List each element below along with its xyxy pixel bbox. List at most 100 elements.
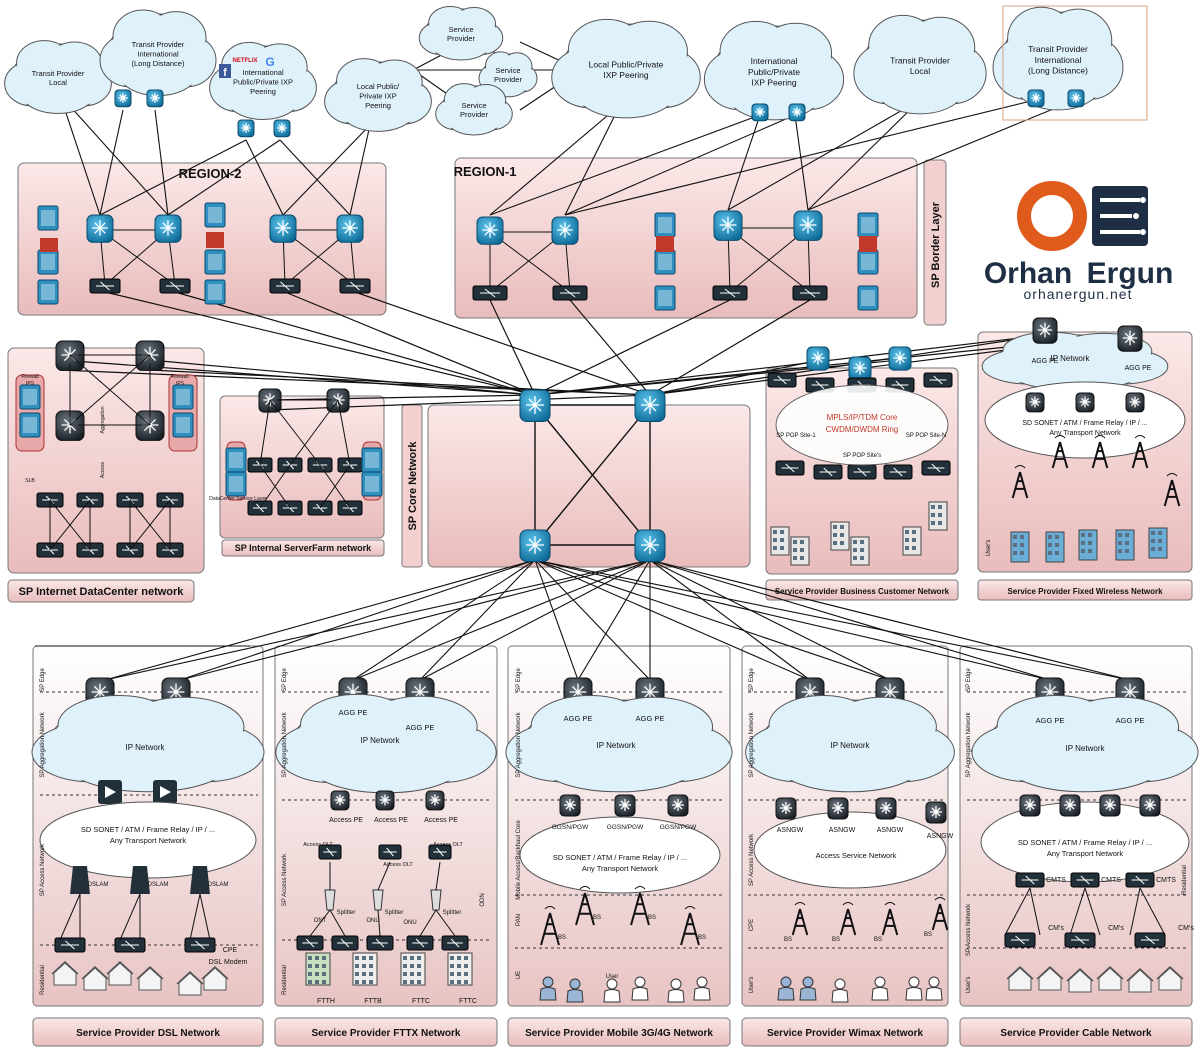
router-icon: [1019, 794, 1041, 817]
fttx-odn: ODN: [480, 893, 486, 906]
cable-agg-pe: AGG PE: [1116, 716, 1145, 725]
router-icon: [1099, 794, 1121, 817]
router-icon: [1075, 392, 1095, 413]
tower-icon: [1011, 465, 1029, 499]
switch-icon: [472, 285, 508, 301]
core-router-icon: [634, 389, 666, 422]
appliance-icon: [172, 384, 194, 410]
router-icon: [713, 210, 743, 241]
fttx-sp-edge: SP Edge: [282, 668, 288, 692]
bts-tower-icon: [630, 886, 650, 926]
splitter-icon: [372, 889, 384, 911]
dsl-title-bar: [32, 1017, 264, 1047]
bus-title-bar: [765, 579, 959, 601]
cloud-sp3: [435, 83, 513, 136]
cloud-text: Peering: [365, 101, 391, 110]
dsl-transport1: SD SONET / ATM / Frame Relay / IP / ...: [81, 825, 215, 834]
ggsn-router-icon: [614, 794, 636, 817]
dsl-title: Service Provider DSL Network: [76, 1028, 220, 1039]
wimax-bs: BS: [874, 937, 882, 943]
fttx-ftt-label: FTTC: [412, 998, 430, 1005]
wimax-title: Service Provider Wimax Network: [767, 1028, 924, 1039]
router-icon: [793, 210, 823, 241]
olt-icon: [378, 844, 402, 860]
region2-label: REGION-2: [179, 166, 242, 181]
mobile-transport2: Any Transport Network: [582, 864, 659, 873]
bts-tower-icon: [931, 897, 949, 931]
router-icon: [269, 214, 297, 243]
cloud-text: Provider: [447, 34, 475, 43]
cloud-text: International: [751, 56, 798, 66]
user-icon: [566, 978, 584, 1003]
router-icon: [237, 119, 255, 138]
switch-icon: [792, 285, 828, 301]
user-icon: [603, 978, 621, 1003]
cloud-text: (Long Distance): [1028, 65, 1088, 75]
cable-cmts: CMTS: [1156, 877, 1176, 884]
cpe-switch-icon: [54, 937, 86, 953]
fw-title-bar: [977, 579, 1193, 601]
cloud-text: Transit Provider: [1028, 44, 1088, 54]
brand-logo: [1017, 181, 1148, 251]
wimax-sp-agg: SP Aggregation Network: [749, 711, 755, 777]
fw-title: Service Provider Fixed Wireless Network: [1007, 587, 1163, 596]
ont-icon: [406, 935, 434, 951]
router-icon: [476, 216, 504, 245]
mobile-bs: BS: [698, 935, 706, 941]
fw-transport2: Any Transport Network: [1049, 430, 1121, 437]
user-icon: [777, 976, 795, 1001]
house-icon: [106, 960, 134, 986]
fw-agg-pe1: AGG PE: [1032, 358, 1059, 365]
fttx-ip-network: IP Network: [361, 736, 401, 745]
dslam-icon: [130, 866, 150, 894]
cloud-fw-ip-network: [981, 331, 1169, 391]
cable-agg-pe: AGG PE: [1036, 716, 1065, 725]
building-icon: [770, 526, 790, 556]
router-icon: [1125, 392, 1145, 413]
building-icon: [902, 526, 922, 556]
datacenter-panel: [7, 347, 205, 574]
dsl-cpe: CPE: [223, 947, 238, 954]
user-icon: [905, 976, 923, 1001]
dsl-residential: Residential: [40, 965, 46, 995]
ont-icon: [366, 935, 394, 951]
cloud-text: IXP Peering: [751, 77, 796, 87]
mobile-transport-ellipse: [519, 816, 721, 894]
fttx-ont: ONT: [314, 918, 327, 924]
switch-icon: [767, 372, 797, 388]
wimax-bs: BS: [832, 937, 840, 943]
router-icon: [1139, 794, 1161, 817]
mobile-sp-edge: SP Edge: [516, 668, 522, 692]
bottom-networks: IP Network SD SONET / ATM / Frame Relay /…: [31, 668, 1199, 1005]
dc-firewall-right: Firewall: [171, 374, 188, 380]
mobile-transport1: SD SONET / ATM / Frame Relay / IP / ...: [553, 853, 687, 862]
brand-name-orhan: Orhan: [984, 257, 1072, 290]
cable-title: Service Provider Cable Network: [1000, 1028, 1152, 1039]
cable-modem-icon: [1004, 932, 1036, 948]
fttx-olt: Access OLT: [383, 862, 413, 868]
mobile-ue: UE: [516, 971, 522, 979]
appliance-icon: [204, 202, 226, 228]
mobile-ggsn: GGSN/PGW: [552, 824, 589, 831]
ftt-building-icon: [352, 952, 378, 986]
dsl-sp-edge: SP Edge: [40, 668, 46, 692]
wimax-bs: BS: [924, 932, 932, 938]
business-ring-line2: CWDM/DWDM Ring: [826, 425, 898, 434]
cloud-text: Provider: [494, 75, 522, 84]
user-icon: [831, 978, 849, 1003]
router-icon: [154, 214, 182, 243]
building-icon: [850, 536, 870, 566]
fw-agg-pe2: AGG PE: [1125, 365, 1152, 372]
core-square-links: [534, 404, 651, 546]
dslam-icon: [70, 866, 90, 894]
building-icon: [1045, 531, 1065, 563]
appliance-icon: [19, 412, 41, 438]
switch-icon: [921, 460, 951, 476]
ont-icon: [441, 935, 469, 951]
cloud-local-ixp-right: [551, 18, 701, 119]
user-icon: [631, 976, 649, 1001]
cloud-cable-ip-network: [971, 695, 1199, 793]
google-logo-text: G: [265, 55, 274, 69]
cloud-text: Transit Provider: [132, 40, 185, 49]
